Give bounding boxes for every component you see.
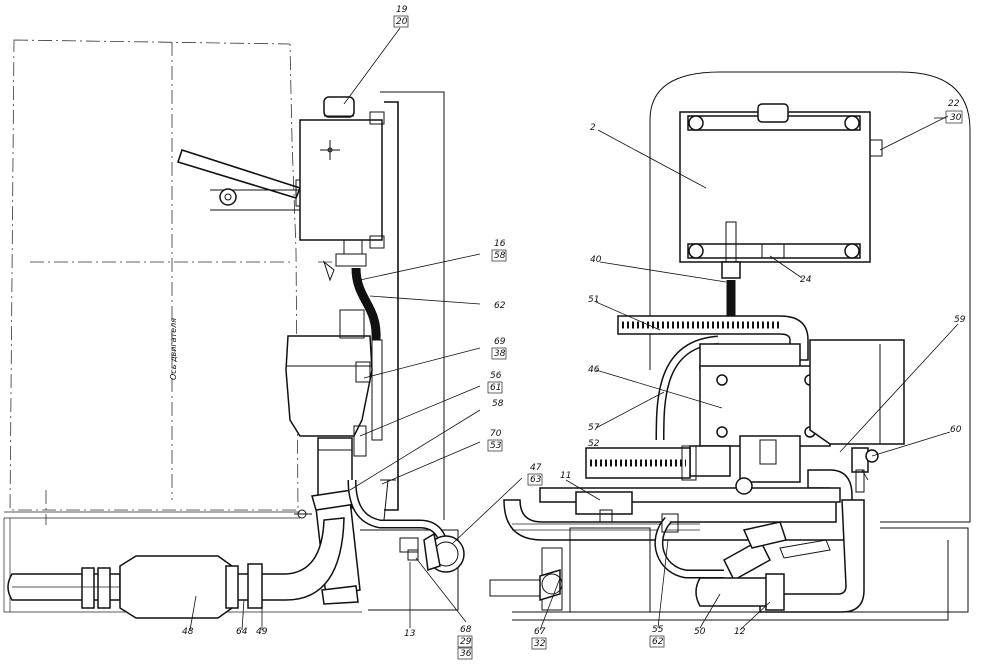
engine-axis-label: Ось двигателя	[169, 318, 178, 380]
callout-38: 38	[494, 349, 506, 359]
callout-61: 61	[490, 383, 501, 393]
callout-29: 29	[460, 637, 472, 647]
callouts: 19 20 16 58 62 69 38 56 61 58 70 53 47 6…	[182, 5, 966, 660]
callout-50: 50	[694, 627, 706, 637]
tank-19	[299, 119, 383, 241]
callout-49: 49	[256, 627, 268, 637]
callout-60: 60	[950, 425, 962, 435]
callout-59: 59	[954, 315, 966, 325]
callout-40: 40	[590, 255, 602, 265]
callout-36: 36	[460, 649, 472, 659]
callout-69: 69	[494, 337, 506, 347]
callout-12: 12	[734, 627, 746, 637]
callout-58b: 58	[492, 399, 504, 409]
callout-11: 11	[560, 471, 571, 481]
callout-62b: 62	[652, 637, 664, 647]
muffler-48	[119, 555, 233, 619]
fitting-12	[765, 573, 785, 611]
callout-46: 46	[588, 365, 600, 375]
callout-53: 53	[490, 441, 502, 451]
callout-63: 63	[530, 475, 542, 485]
callout-70: 70	[490, 429, 502, 439]
callout-20: 20	[396, 17, 408, 27]
callout-62: 62	[494, 301, 506, 311]
callout-67: 67	[534, 627, 546, 637]
callout-57: 57	[588, 423, 600, 433]
callout-58a: 58	[494, 251, 506, 261]
callout-48: 48	[182, 627, 194, 637]
callout-56: 56	[490, 371, 502, 381]
callout-52: 52	[588, 439, 600, 449]
callout-32: 32	[534, 639, 546, 649]
leaders	[189, 27, 959, 631]
callout-47: 47	[530, 463, 542, 473]
right-view	[489, 71, 971, 621]
callout-24: 24	[800, 275, 812, 285]
left-view: Ось двигателя	[3, 39, 465, 619]
callout-64: 64	[236, 627, 248, 637]
burner-body	[285, 335, 373, 437]
callout-55: 55	[652, 625, 664, 635]
callout-16: 16	[494, 239, 506, 249]
connector-11	[575, 491, 633, 515]
callout-68: 68	[460, 625, 472, 635]
callout-51: 51	[588, 295, 599, 305]
callout-13: 13	[404, 629, 416, 639]
engine-outline	[9, 39, 299, 511]
callout-22: 22	[948, 99, 960, 109]
tank-2	[679, 111, 871, 263]
callout-2: 2	[590, 123, 596, 133]
callout-19: 19	[396, 5, 408, 15]
callout-30: 30	[950, 113, 962, 123]
